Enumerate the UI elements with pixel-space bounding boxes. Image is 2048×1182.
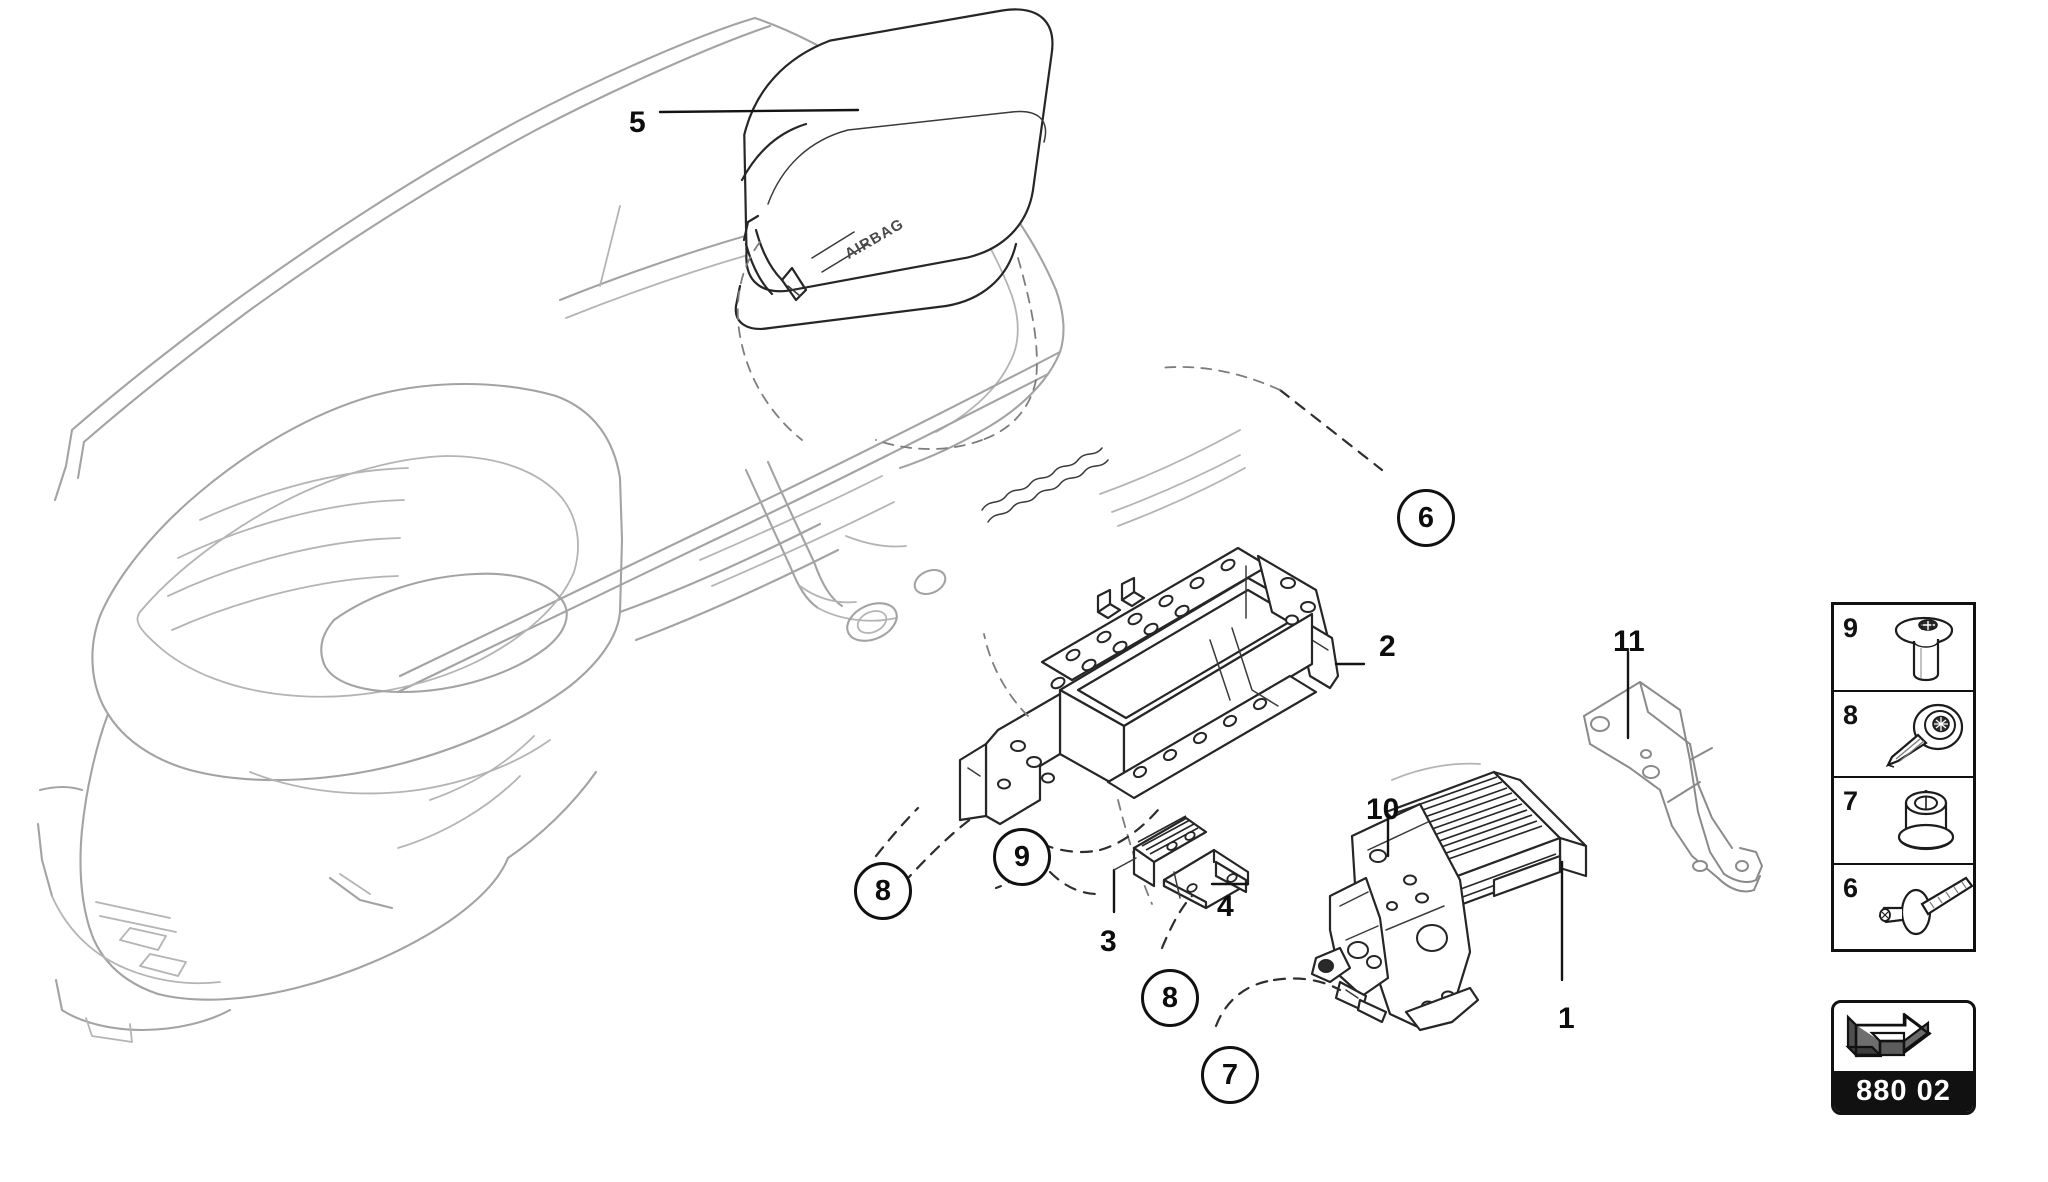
module-left-wing-holes [997,740,1055,790]
legend-row-6: 6 [1834,865,1973,952]
leader-line-7 [1214,977,1342,1028]
legend-number-6: 6 [1843,872,1859,903]
airbag-module-assembly [958,546,1340,826]
rivet-pin-icon [1878,876,1973,935]
flange-nut-icon [1897,789,1955,851]
fastener-legend: 9 8 [1831,602,1976,952]
leader-line-6 [1278,388,1384,472]
leader-line-8-lower [1160,894,1194,950]
leader-line-5 [658,108,860,114]
part-number-text: 880 02 [1834,1071,1973,1112]
carrier-hole-top [1369,849,1387,863]
airbag-cover-flap [744,228,808,302]
support-bracket-4 [1162,848,1250,910]
ecu-plug-pin [1318,959,1334,973]
callout-5: 5 [629,106,646,139]
leader-line-9 [1048,870,1100,896]
callout-2: 2 [1379,630,1396,663]
mounting-strap-bracket [1583,681,1763,893]
callout-4: 4 [1217,890,1234,923]
airbag-control-unit [1310,762,1588,1032]
callout-10: 10 [1366,793,1400,826]
legend-number-8: 8 [1843,699,1859,730]
module-rail-holes [1065,558,1236,662]
carrier-boss [1416,924,1448,952]
legend-row-7: 7 [1834,778,1973,865]
airbag-cover-mount-guides [736,241,1038,450]
circled-callout-8-left: 8 [854,862,912,920]
passenger-airbag-cover [734,8,1054,330]
circled-callout-6: 6 [1397,489,1455,547]
shoulder-screw-icon [1894,616,1954,682]
flange-bolt-icon [1885,703,1964,768]
part-number-badge: 880 02 [1831,1000,1976,1115]
circled-callout-9: 9 [993,828,1051,886]
legend-row-8: 8 [1834,692,1973,778]
dashboard-outline [36,16,1246,1043]
ecu-connector-block [1310,876,1390,1024]
callout-1: 1 [1558,1002,1575,1035]
callout-11: 11 [1613,625,1645,658]
circled-callout-7: 7 [1201,1046,1259,1104]
arrow-3d-icon [1845,1012,1932,1058]
module-lower-rail-holes [1132,697,1268,779]
circled-callout-8-lower: 8 [1141,969,1199,1027]
module-rail-holes-lower [1050,604,1190,690]
leader-line-8-left [874,806,920,858]
retaining-clip-plate [1112,815,1208,914]
legend-number-7: 7 [1843,786,1859,816]
legend-number-9: 9 [1843,613,1859,643]
legend-row-9: 9 [1834,605,1973,692]
callout-3: 3 [1100,925,1117,958]
module-end-plate-holes [1280,577,1316,626]
